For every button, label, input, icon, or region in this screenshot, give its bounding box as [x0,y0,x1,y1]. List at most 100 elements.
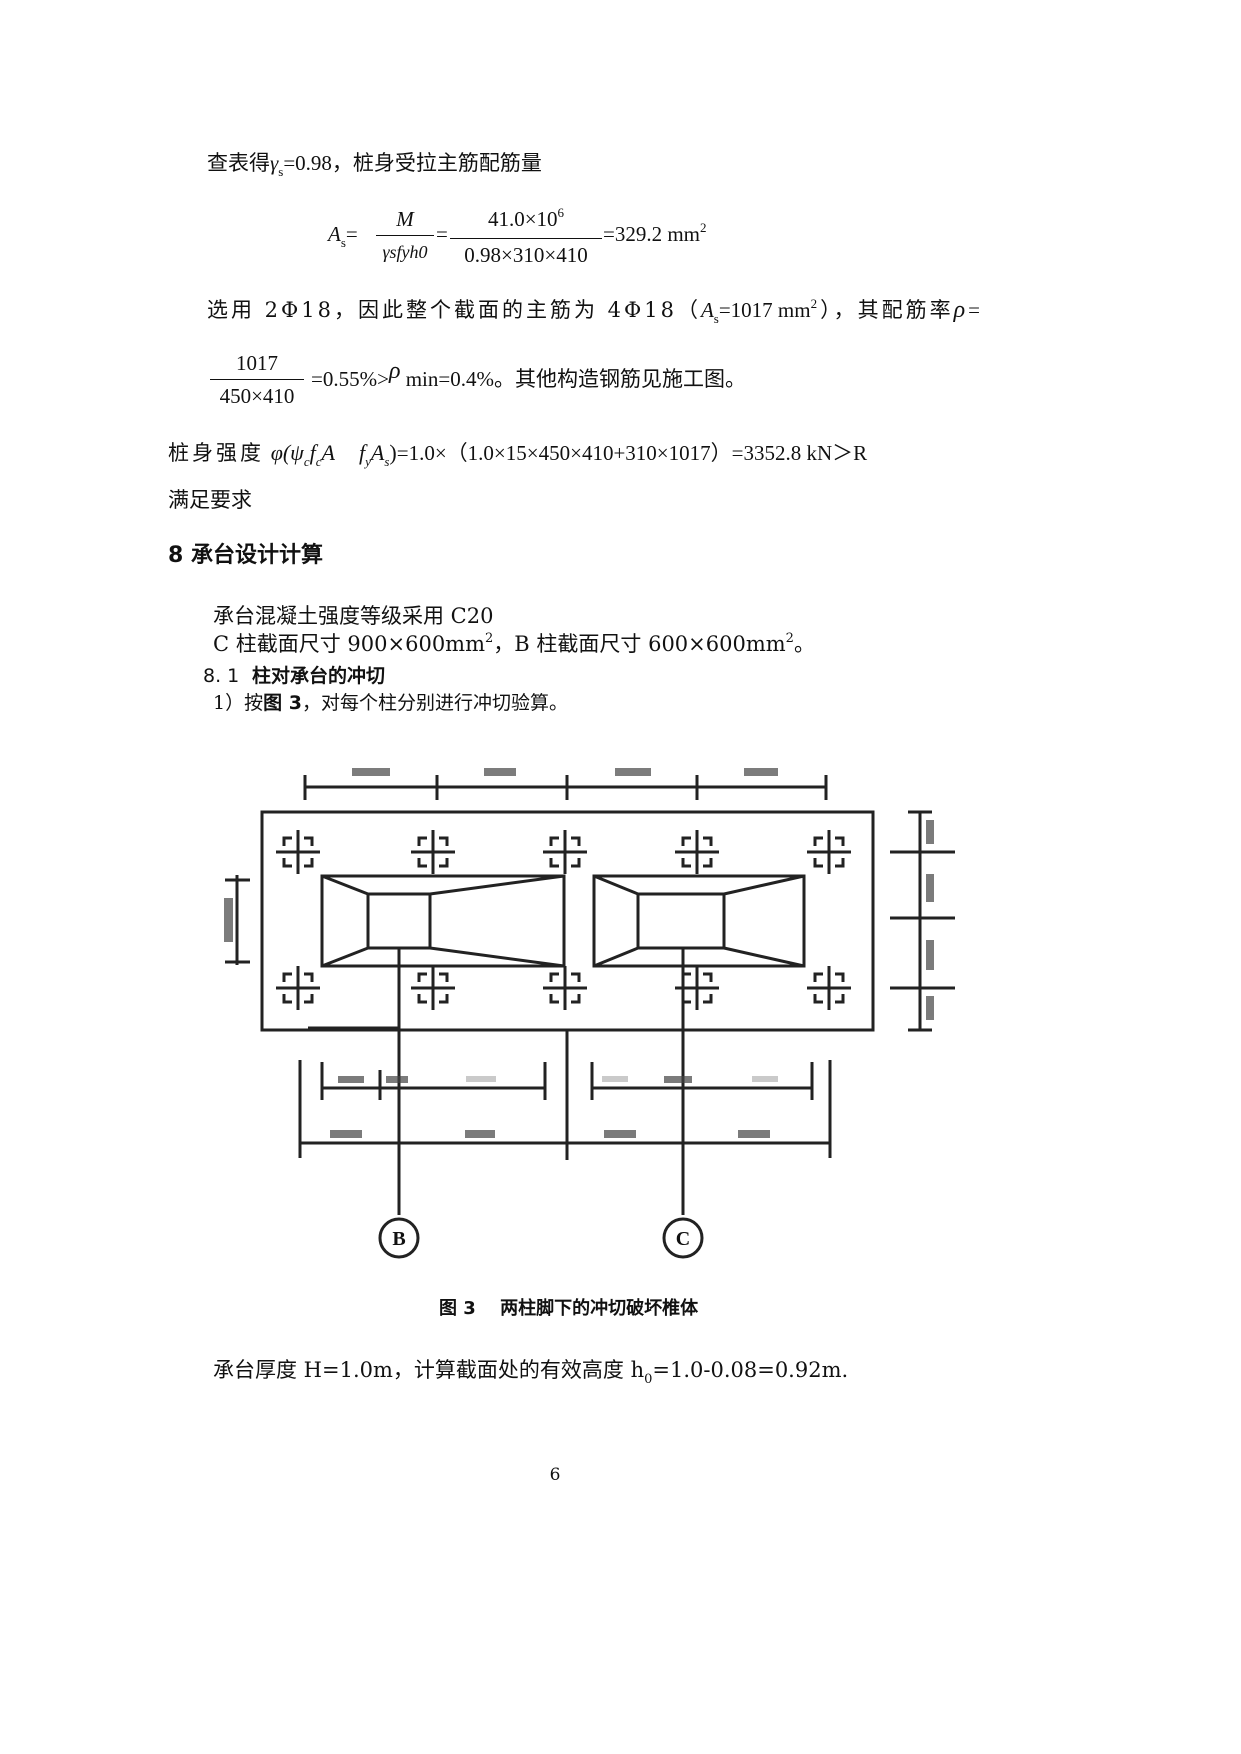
strength-s: s [384,454,390,469]
column-c-sup: 2 [485,631,494,646]
strength-fy: f [359,440,366,465]
selection-as: A [700,298,714,322]
formula-result: =329.2 mm2 [603,220,707,250]
axis-label-c: C [675,1228,691,1250]
lookup-paragraph: 查表得γs=0.98，桩身受拉主筋配筋量 [207,150,542,179]
selection-as-sub: s [713,311,719,326]
formula-lhs-a: A [328,222,341,246]
subsection-number: 8. 1 [203,665,240,687]
pile-marker [675,830,719,874]
formula-lhs-sub: s [340,235,346,250]
ratio-fraction: 1017 450×410 [210,349,304,410]
pile-marker [807,966,851,1010]
page-number: 6 [549,1465,561,1485]
formula-frac2: 41.0×106 0.98×310×410 [450,205,602,269]
punching-cone-b [320,874,566,968]
selection-text-b-sup: 2 [810,296,821,311]
pile-marker [276,966,320,1010]
frac1-numerator: M [396,207,414,231]
section-8-heading: 8 承台设计计算 [168,543,323,568]
punching-cone-c [592,874,806,968]
subsection-8-1: 8. 1 柱对承台的冲切 [203,662,385,689]
gamma-subscript: s [278,164,284,179]
column-sizes-end: 。 [793,632,815,656]
selection-text-c: ），其配筋率 [820,298,954,322]
pile-marker [276,830,320,874]
ratio-text: =0.55%>ρ min=0.4%。其他构造钢筋见施工图。 [311,358,746,392]
column-b-size: ，B 柱截面尺寸 600×600mm [493,632,786,656]
cap-concrete-grade: 承台混凝土强度等级采用 C20 [213,604,494,628]
column-c-size: C 柱截面尺寸 900×600mm [213,632,486,656]
step-1-a: 1）按 [213,692,264,714]
cap-thickness: 承台厚度 H=1.0m，计算截面处的有效高度 h0=1.0-0.08=0.92m… [213,1357,848,1387]
lookup-lead: 查表得 [207,151,270,175]
pile-marker [411,830,455,874]
formula-result-sup: 2 [700,220,707,235]
strength-line: 桩身强度 φ(ψcfcA fyAs)=1.0×（1.0×15×450×410+3… [168,440,867,469]
strength-y: y [365,454,371,469]
top-dimension-ticks [352,768,778,776]
formula-eq2-text: = [436,222,448,246]
selection-paragraph: 选用 2Φ18，因此整个截面的主筋为 4Φ18（As=1017 mm2），其配筋… [207,296,983,326]
frac1-denominator: γsfyh0 [382,242,428,262]
top-dimension-line [303,775,828,800]
formula-eq2: = [436,221,448,247]
selection-text-b: =1017 mm [718,298,811,322]
formula-result-text: =329.2 mm [603,222,701,246]
right-dimension-ticks [926,820,934,1020]
lookup-tail: =0.98，桩身受拉主筋配筋量 [283,151,542,175]
ratio-rho: ρ [388,358,401,384]
pile-markers [276,830,851,1010]
frac2-numerator-sup: 6 [557,205,565,220]
right-dimension-line [890,810,955,1032]
gamma-symbol: γ [270,151,279,175]
strength-c1: c [303,454,310,469]
strength-lead: 桩身强度 [168,441,264,465]
subsection-title: 柱对承台的冲切 [251,665,385,687]
ratio-denominator: 450×410 [219,384,295,408]
strength-rest: =1.0×（1.0×15×450×410+310×1017）=3352.8 kN… [396,441,868,465]
bottom-dimension-lines [298,1060,832,1158]
column-b-sup: 2 [785,631,794,646]
step-1-c: ，对每个柱分别进行冲切验算。 [301,692,568,714]
formula-frac1: M γsfyh0 [376,205,434,266]
selection-text-a: 选用 2Φ18，因此整个截面的主筋为 4Φ18（ [207,298,701,322]
cap-thickness-b: =1.0-0.08=0.92m. [652,1358,849,1382]
strength-f: f [309,440,316,465]
strength-As: A [370,440,385,465]
frac2-denominator: 0.98×310×410 [464,243,588,267]
pile-cap-outline [260,810,875,1032]
left-dimension-tick [224,898,233,942]
column-sizes: C 柱截面尺寸 900×600mm2，B 柱截面尺寸 600×600mm2。 [213,631,815,661]
bottom-dimension-ticks [330,1076,778,1138]
frac2-numerator: 41.0×10 [487,207,558,231]
formula-lhs: As= [328,221,358,250]
strength-phi: φ(ψ [270,440,304,465]
figure-caption-number: 图 3 [439,1298,476,1319]
pile-marker [543,966,587,1010]
axis-bubble-b [378,1217,420,1259]
ratio-text-b: min=0.4%。其他构造钢筋见施工图。 [400,367,746,391]
cap-thickness-sub: 0 [644,1372,653,1387]
axis-label-b: B [392,1228,406,1250]
pile-marker [807,830,851,874]
left-dimension-line [225,875,250,965]
step-1: 1）按图 3，对每个柱分别进行冲切验算。 [213,690,568,716]
pile-marker [411,966,455,1010]
axis-bubble-c [662,1217,704,1259]
strength-A: A [321,440,335,465]
ratio-numerator: 1017 [236,351,278,375]
pile-marker [543,830,587,874]
ratio-text-a: =0.55%> [311,367,389,391]
figure-caption-text: 两柱脚下的冲切破坏椎体 [500,1298,699,1319]
cap-thickness-a: 承台厚度 H=1.0m，计算截面处的有效高度 h [213,1358,645,1382]
rho-symbol: ρ [953,297,969,323]
strength-c2: c [315,454,322,469]
figure-caption: 图 3 两柱脚下的冲切破坏椎体 [439,1296,698,1322]
satisfy-line: 满足要求 [168,488,252,512]
figure-ref: 图 3 [263,692,302,714]
selection-text-d: = [968,298,983,322]
formula-eq1: = [345,222,358,246]
strength-close: ) [389,440,397,465]
